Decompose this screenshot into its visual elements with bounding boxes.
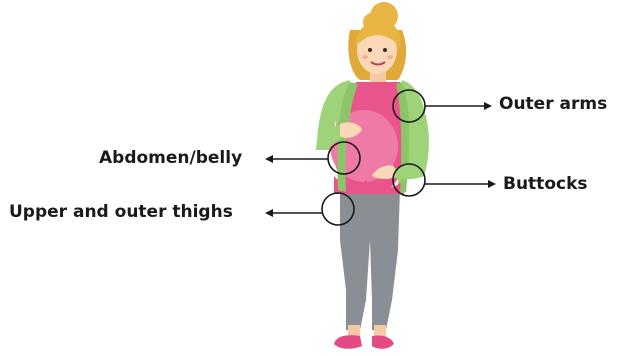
leggings [340, 188, 400, 330]
label-thighs: Upper and outer thighs [9, 204, 233, 221]
right-shoe [372, 335, 394, 348]
label-outer-arms: Outer arms [499, 96, 607, 113]
figure [316, 2, 429, 349]
label-abdomen: Abdomen/belly [99, 150, 242, 167]
label-buttocks: Buttocks [503, 176, 588, 193]
left-shoe [334, 335, 362, 349]
